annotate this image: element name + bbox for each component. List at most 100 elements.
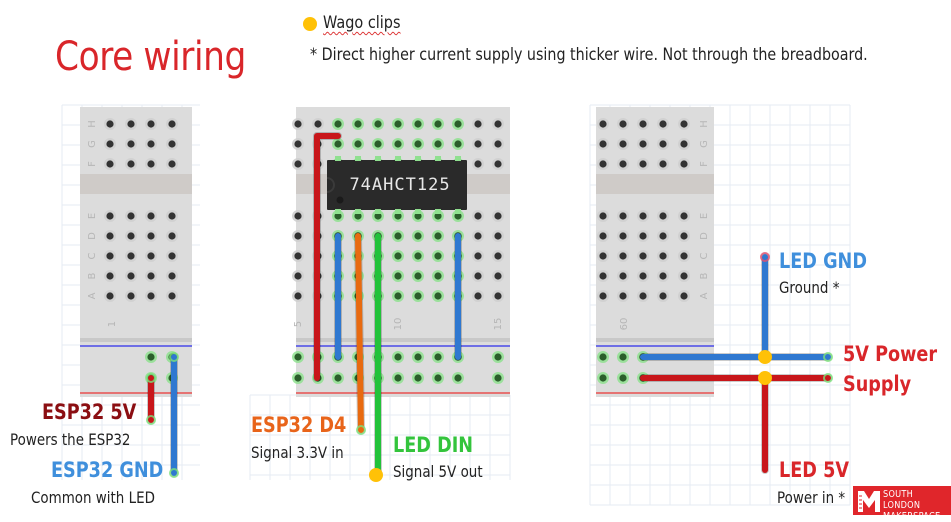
breadboard-hole bbox=[474, 272, 482, 280]
wire-end bbox=[823, 373, 833, 383]
breadboard-hole bbox=[680, 160, 688, 168]
chip-74ahct125: 74AHCT125 bbox=[326, 156, 467, 214]
breadboard-hole bbox=[168, 140, 176, 148]
breadboard-power-rail bbox=[596, 342, 714, 397]
row-letter: F bbox=[87, 161, 98, 167]
breadboard-hole bbox=[374, 212, 382, 220]
breadboard-hole bbox=[619, 252, 627, 260]
breadboard-hole bbox=[106, 140, 114, 148]
breadboard-hole bbox=[168, 272, 176, 280]
breadboard-hole bbox=[599, 374, 607, 382]
breadboard-hole bbox=[659, 120, 667, 128]
wire-end bbox=[169, 468, 179, 478]
chip-pin bbox=[335, 156, 341, 161]
makerspace-m-icon bbox=[858, 491, 880, 512]
breadboard-hole bbox=[494, 120, 502, 128]
breadboard-hole bbox=[474, 252, 482, 260]
breadboard-hole bbox=[147, 292, 155, 300]
breadboard-hole bbox=[434, 374, 442, 382]
breadboard-hole bbox=[619, 160, 627, 168]
breadboard-hole bbox=[434, 120, 442, 128]
power-supply-label-line1: 5V Power bbox=[843, 342, 938, 366]
breadboard-hole bbox=[106, 292, 114, 300]
chip-pin bbox=[355, 156, 361, 161]
breadboard-hole bbox=[659, 160, 667, 168]
breadboard-hole bbox=[294, 120, 302, 128]
breadboard-hole bbox=[474, 292, 482, 300]
breadboard-hole bbox=[619, 353, 627, 361]
breadboard-hole bbox=[494, 140, 502, 148]
chip-pin bbox=[435, 209, 441, 214]
breadboard-hole bbox=[619, 292, 627, 300]
breadboard-power-rail bbox=[296, 342, 510, 397]
breadboard-hole bbox=[680, 232, 688, 240]
breadboard-hole bbox=[659, 252, 667, 260]
row-letter: D bbox=[87, 232, 98, 240]
breadboard-hole bbox=[680, 212, 688, 220]
wago-clip bbox=[758, 350, 772, 364]
chip-pin bbox=[455, 209, 461, 214]
esp32-5v-label: ESP32 5V bbox=[42, 400, 137, 424]
breadboard-hole bbox=[127, 272, 135, 280]
chip-pin bbox=[435, 156, 441, 161]
row-letter: F bbox=[699, 161, 710, 167]
row-letter: H bbox=[87, 120, 98, 128]
breadboard-hole bbox=[639, 232, 647, 240]
breadboard-hole bbox=[494, 252, 502, 260]
led-din-subtitle: Signal 5V out bbox=[393, 462, 483, 481]
breadboard-hole bbox=[599, 272, 607, 280]
led-5v-subtitle: Power in * bbox=[777, 488, 846, 507]
breadboard-hole bbox=[394, 272, 402, 280]
chip-pin1-mark bbox=[336, 196, 344, 204]
chip-body bbox=[327, 160, 467, 210]
breadboard-hole bbox=[639, 160, 647, 168]
breadboard-hole bbox=[414, 353, 422, 361]
breadboard-hole bbox=[639, 140, 647, 148]
breadboard-center-channel bbox=[596, 174, 714, 194]
wago-clips bbox=[369, 350, 772, 482]
breadboard-hole bbox=[639, 272, 647, 280]
breadboard-hole bbox=[106, 160, 114, 168]
chip-pin bbox=[375, 156, 381, 161]
breadboard-hole bbox=[106, 120, 114, 128]
breadboard-hole bbox=[127, 120, 135, 128]
breadboard-hole bbox=[294, 374, 302, 382]
breadboard-hole bbox=[414, 212, 422, 220]
breadboard-hole bbox=[680, 120, 688, 128]
breadboard-hole bbox=[127, 232, 135, 240]
breadboard-hole bbox=[454, 140, 462, 148]
page-title: Core wiring bbox=[55, 34, 246, 80]
breadboard-hole bbox=[599, 160, 607, 168]
chip-pin bbox=[375, 209, 381, 214]
chip-pin bbox=[415, 209, 421, 214]
wire-end bbox=[146, 415, 156, 425]
row-letter: A bbox=[699, 292, 710, 299]
breadboard-hole bbox=[147, 232, 155, 240]
breadboard-hole bbox=[619, 232, 627, 240]
breadboard-hole bbox=[394, 292, 402, 300]
breadboard-hole bbox=[314, 120, 322, 128]
breadboard-hole bbox=[474, 120, 482, 128]
breadboard-hole bbox=[659, 272, 667, 280]
wire-end bbox=[169, 352, 179, 362]
note-text: * Direct higher current supply using thi… bbox=[310, 45, 868, 65]
wago-clip bbox=[758, 371, 772, 385]
esp32-5v-subtitle: Powers the ESP32 bbox=[10, 430, 131, 449]
breadboard-hole bbox=[106, 252, 114, 260]
breadboard-hole bbox=[639, 292, 647, 300]
row-letter: G bbox=[699, 140, 710, 148]
breadboard-hole bbox=[434, 140, 442, 148]
column-number: 1 bbox=[107, 321, 118, 327]
chip-pin bbox=[455, 156, 461, 161]
breadboard-hole bbox=[147, 140, 155, 148]
breadboard-hole bbox=[294, 272, 302, 280]
wire-esp32-d4 bbox=[355, 233, 364, 433]
breadboard-hole bbox=[414, 292, 422, 300]
breadboard-hole bbox=[168, 120, 176, 128]
breadboard-hole bbox=[680, 252, 688, 260]
row-letter: E bbox=[699, 213, 710, 219]
breadboard-hole bbox=[147, 212, 155, 220]
breadboard-hole bbox=[619, 374, 627, 382]
column-number: 5 bbox=[293, 321, 304, 327]
breadboard-hole bbox=[454, 374, 462, 382]
